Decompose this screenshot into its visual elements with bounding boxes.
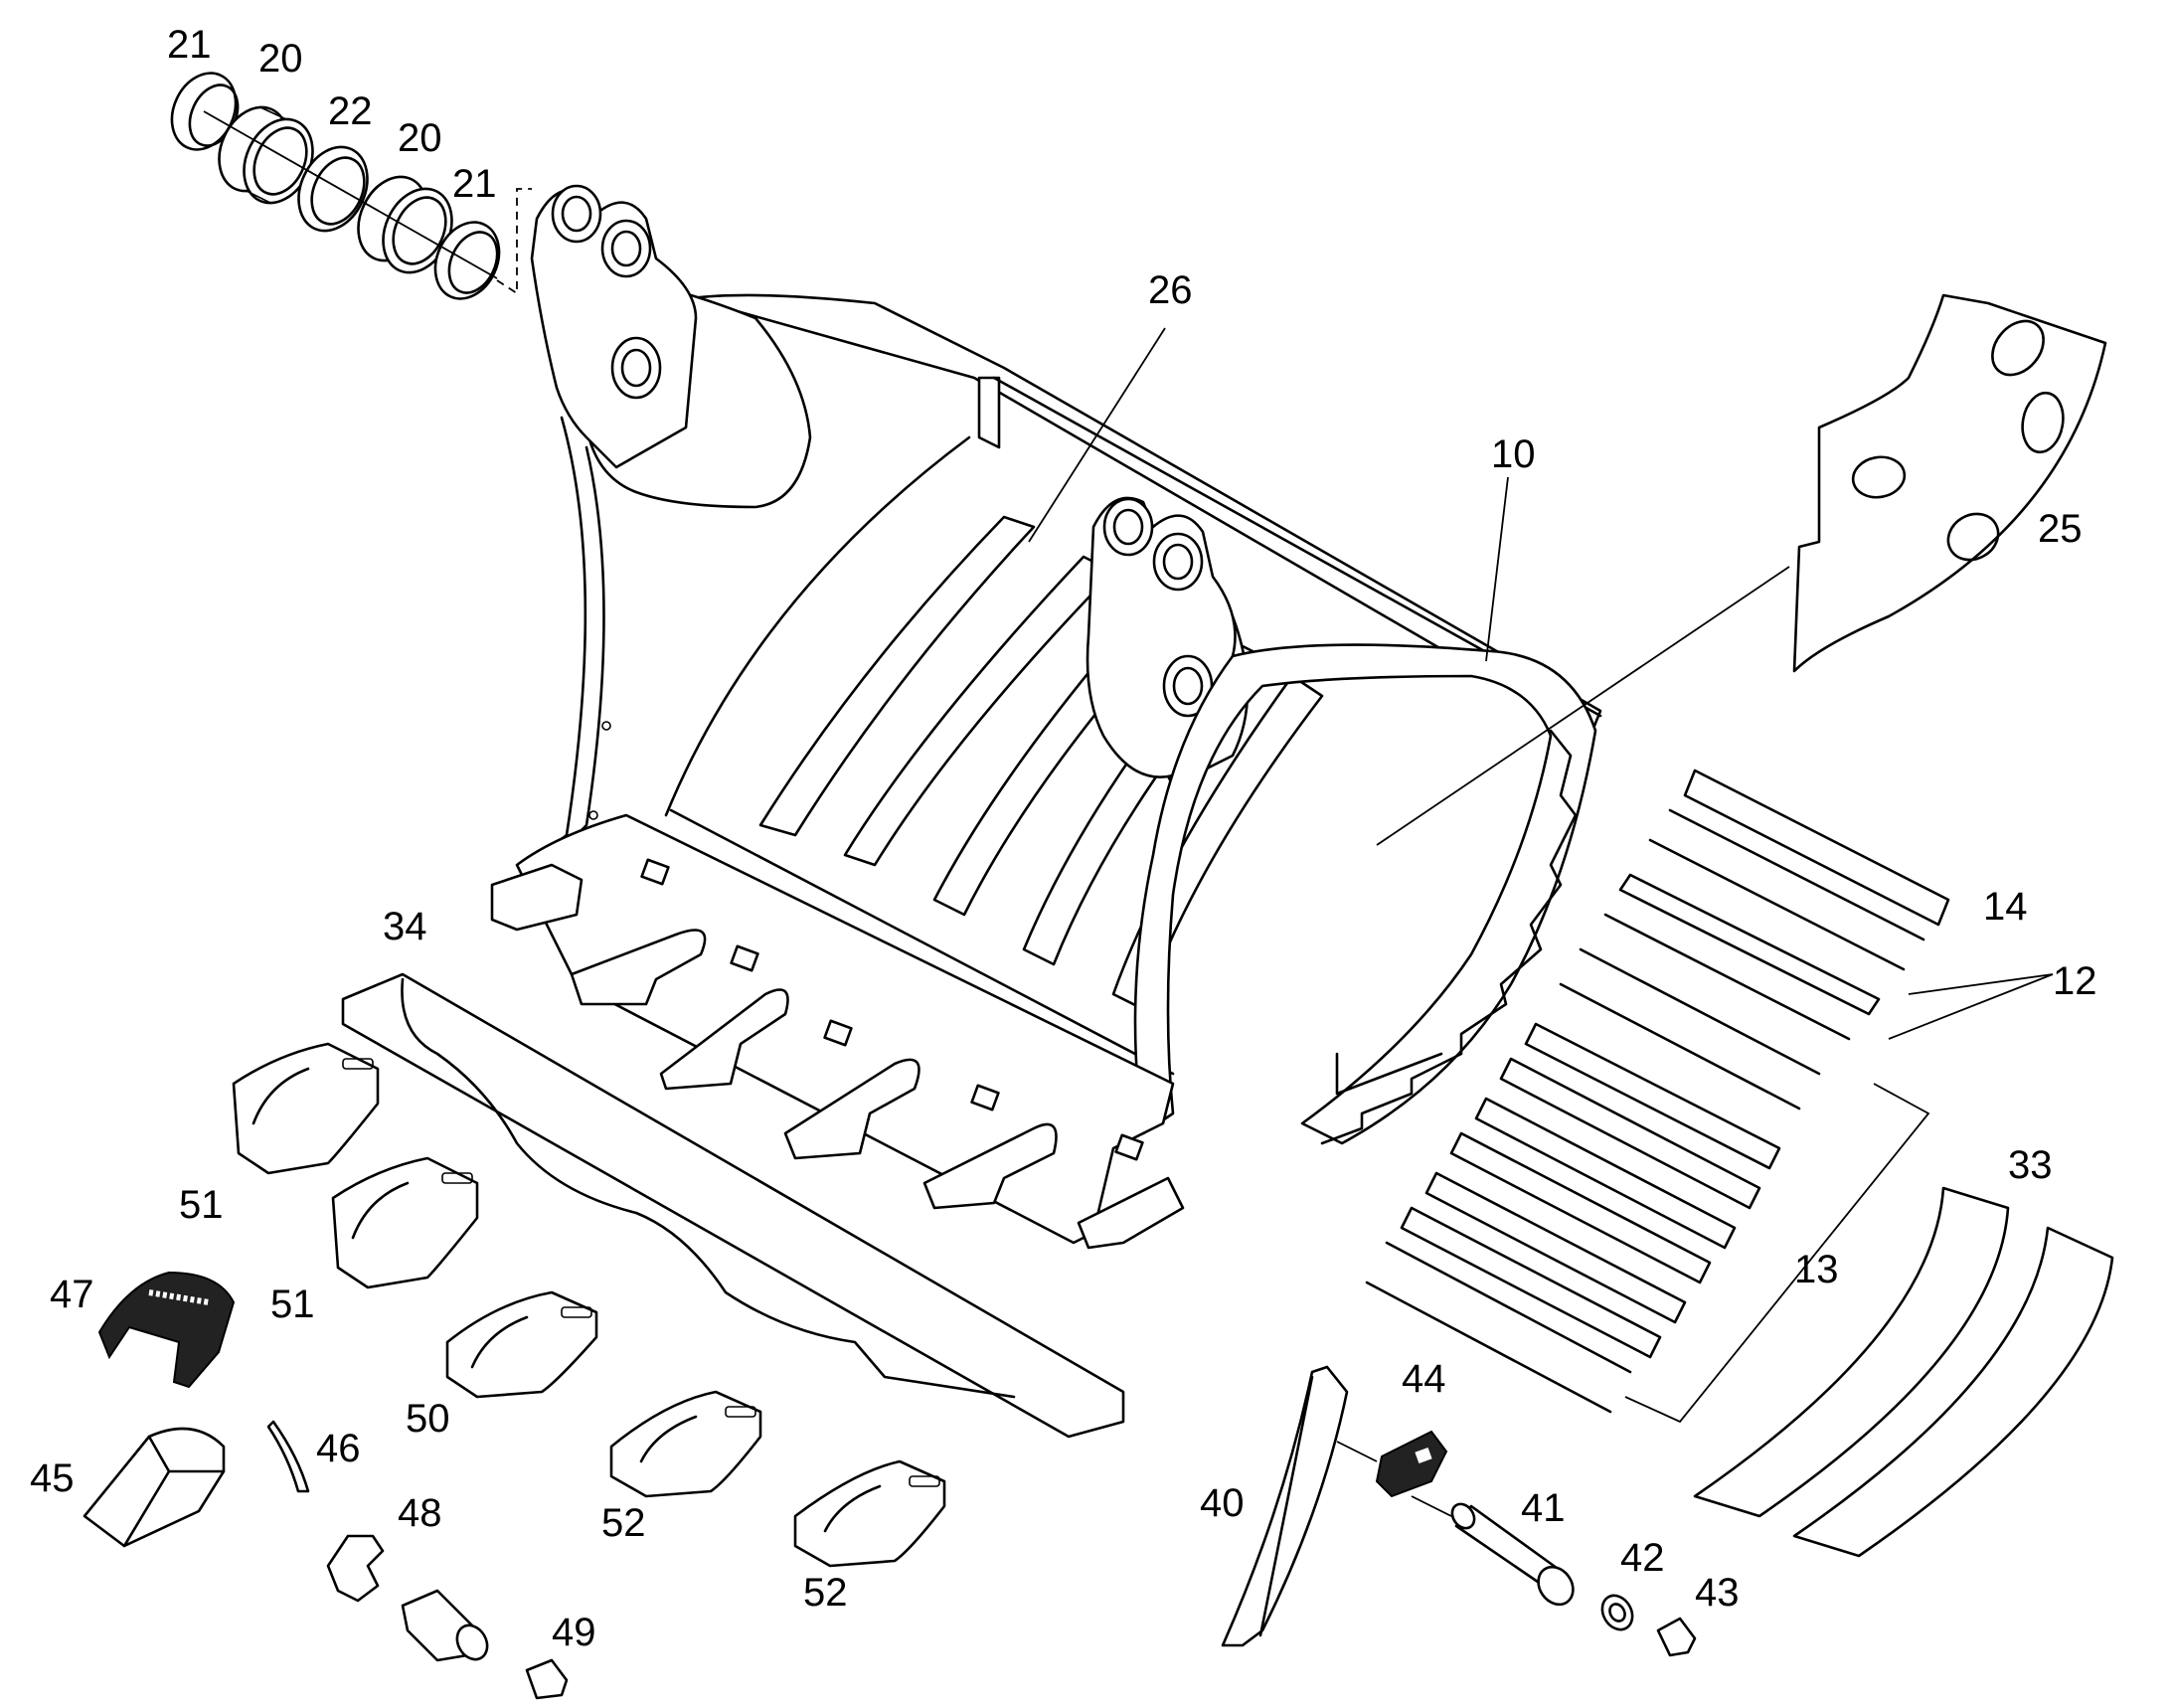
strip-14 bbox=[1683, 769, 1950, 927]
right-arm-boss-1 bbox=[1102, 497, 1154, 557]
tooth-adapter-row bbox=[490, 858, 1185, 1250]
label-47: 47 bbox=[50, 1273, 94, 1316]
wear-strip-stack bbox=[1365, 769, 2054, 1424]
rim-edge bbox=[977, 376, 1001, 449]
pin-41 bbox=[1411, 1495, 1575, 1607]
plug-43 bbox=[1656, 1617, 1697, 1657]
tooth-51-a bbox=[232, 1042, 380, 1175]
label-46: 46 bbox=[316, 1427, 361, 1470]
leader-12 bbox=[1888, 973, 2054, 1040]
bushing-20-top bbox=[218, 105, 314, 205]
tooth-tip-45 bbox=[83, 1427, 226, 1548]
left-arm-boss-3 bbox=[610, 336, 662, 400]
bucket-top-rim bbox=[689, 293, 1602, 738]
label-52a: 52 bbox=[601, 1501, 646, 1545]
label-44: 44 bbox=[1402, 1357, 1446, 1401]
bucket-body bbox=[490, 184, 1602, 1250]
label-52b: 52 bbox=[803, 1571, 848, 1615]
side-wall-lip bbox=[1335, 1052, 1443, 1096]
strip-bracket bbox=[1624, 1083, 1930, 1424]
bushing-set bbox=[170, 72, 532, 300]
label-25: 25 bbox=[2038, 507, 2083, 551]
right-arm-boss-2 bbox=[1152, 532, 1204, 592]
tooth-51-b bbox=[331, 1156, 479, 1289]
serrated-edge bbox=[1320, 729, 1578, 1145]
side-plate-25 bbox=[1792, 293, 2107, 673]
label-21a: 21 bbox=[167, 23, 212, 67]
label-43: 43 bbox=[1695, 1571, 1740, 1615]
retainer-44 bbox=[1336, 1430, 1448, 1498]
label-49: 49 bbox=[552, 1611, 596, 1654]
tooth-52-b bbox=[793, 1459, 946, 1568]
label-13: 13 bbox=[1794, 1248, 1839, 1291]
left-wall-outer bbox=[525, 416, 587, 867]
label-45: 45 bbox=[30, 1456, 75, 1500]
lock-48 bbox=[326, 1534, 385, 1603]
label-20a: 20 bbox=[258, 37, 303, 81]
label-50: 50 bbox=[406, 1397, 450, 1441]
left-arm-boss-2 bbox=[600, 219, 652, 278]
tooth-52-a bbox=[609, 1390, 762, 1498]
floor-strip-2 bbox=[843, 555, 1115, 867]
label-14: 14 bbox=[1983, 885, 2028, 929]
inner-floor-curve bbox=[664, 435, 971, 817]
bushing-dashed-leader bbox=[496, 188, 532, 295]
label-42: 42 bbox=[1620, 1536, 1665, 1580]
label-51a: 51 bbox=[179, 1183, 224, 1227]
wear-strip-26 bbox=[758, 515, 1036, 837]
label-48: 48 bbox=[398, 1491, 442, 1535]
part-labels: 21 20 22 20 21 26 10 25 14 12 33 13 34 5… bbox=[30, 23, 2097, 1654]
label-12: 12 bbox=[2053, 959, 2097, 1003]
label-26: 26 bbox=[1148, 268, 1193, 312]
label-33: 33 bbox=[2008, 1143, 2053, 1187]
bushing-axis-line bbox=[203, 110, 498, 279]
tooth-cap-47 bbox=[97, 1271, 236, 1389]
label-41: 41 bbox=[1521, 1486, 1566, 1530]
washer-42 bbox=[1600, 1594, 1634, 1631]
label-34: 34 bbox=[383, 905, 427, 948]
retainer-46 bbox=[266, 1420, 310, 1493]
ring-22 bbox=[297, 145, 369, 233]
pin-49-group bbox=[401, 1589, 569, 1700]
left-wall-inner bbox=[555, 445, 605, 857]
tooth-set bbox=[232, 1042, 946, 1568]
tooth-50 bbox=[445, 1290, 598, 1399]
left-arm-boss-1 bbox=[551, 184, 602, 244]
label-10: 10 bbox=[1491, 432, 1536, 476]
label-20b: 20 bbox=[398, 116, 442, 160]
label-51b: 51 bbox=[270, 1282, 315, 1326]
adapter-40 bbox=[1221, 1365, 1349, 1647]
leader-lines bbox=[1028, 327, 1790, 846]
cutting-bar-34 bbox=[341, 972, 1125, 1439]
arc-plates-33 bbox=[1693, 1186, 2114, 1558]
floor-rear-edge bbox=[669, 808, 1175, 1076]
label-21b: 21 bbox=[452, 162, 497, 206]
label-22: 22 bbox=[328, 89, 373, 133]
label-40: 40 bbox=[1200, 1481, 1245, 1525]
